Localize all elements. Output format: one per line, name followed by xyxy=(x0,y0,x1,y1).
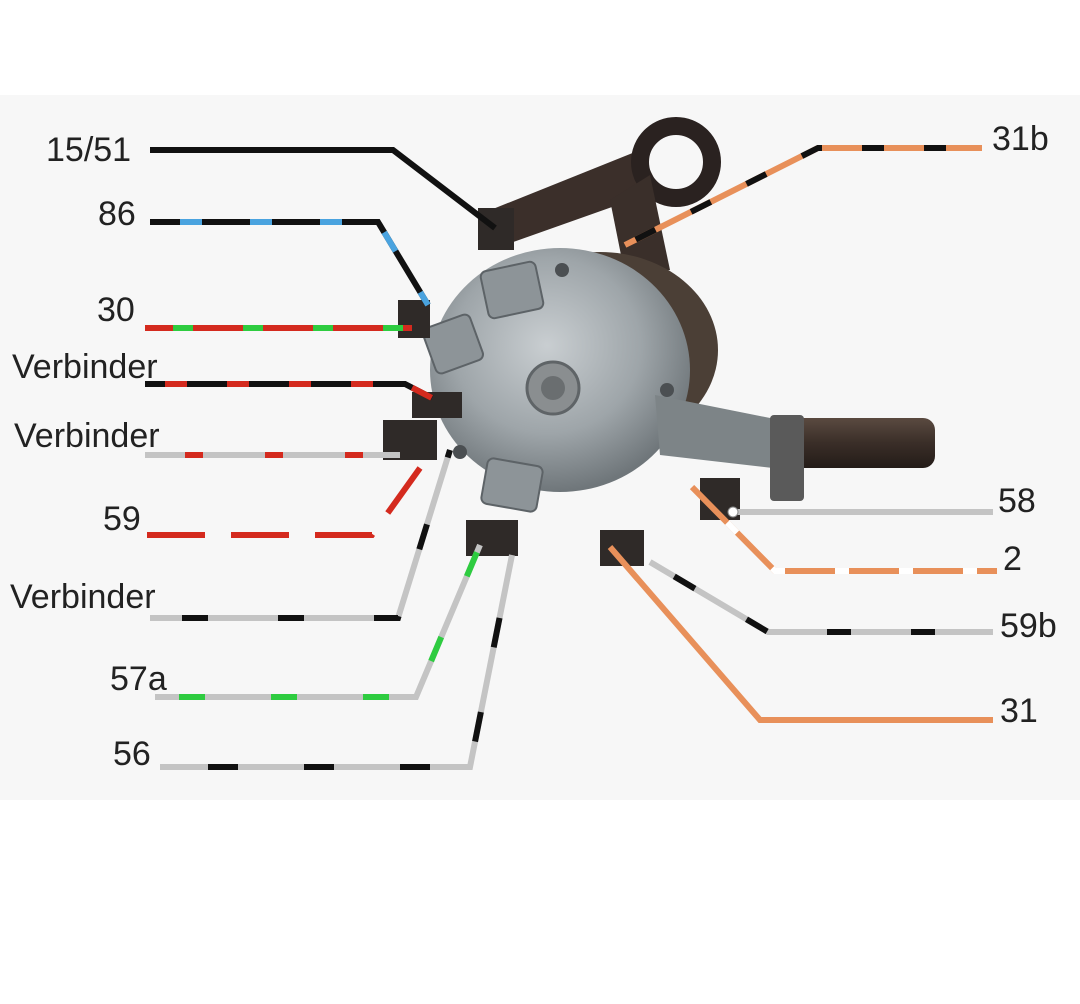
label-56: 56 xyxy=(113,735,151,773)
label-verbinder-2: Verbinder xyxy=(14,417,160,455)
label-59b: 59b xyxy=(1000,607,1057,645)
label-2: 2 xyxy=(1003,540,1022,578)
label-verbinder-1: Verbinder xyxy=(12,348,158,386)
label-57a: 57a xyxy=(110,660,167,698)
label-verbinder-3: Verbinder xyxy=(10,578,156,616)
switch-body xyxy=(383,117,935,566)
wire-verbinder-1 xyxy=(145,381,434,401)
wire-verbinder-3 xyxy=(150,449,453,621)
wire-57a xyxy=(155,543,483,700)
label-30: 30 xyxy=(97,291,135,329)
label-15-51: 15/51 xyxy=(46,131,131,169)
wire-31b xyxy=(623,145,982,248)
label-58: 58 xyxy=(998,482,1036,520)
label-31b: 31b xyxy=(992,120,1049,158)
wire-59b xyxy=(648,559,993,635)
wire-31 xyxy=(607,545,993,723)
wire-59 xyxy=(147,466,423,538)
wire-58 xyxy=(727,506,993,518)
label-59: 59 xyxy=(103,500,141,538)
wire-86 xyxy=(150,219,431,307)
wire-2 xyxy=(689,484,997,574)
wire-56 xyxy=(160,554,515,770)
label-86: 86 xyxy=(98,195,136,233)
wire-15-51 xyxy=(150,147,497,231)
label-31: 31 xyxy=(1000,692,1038,730)
